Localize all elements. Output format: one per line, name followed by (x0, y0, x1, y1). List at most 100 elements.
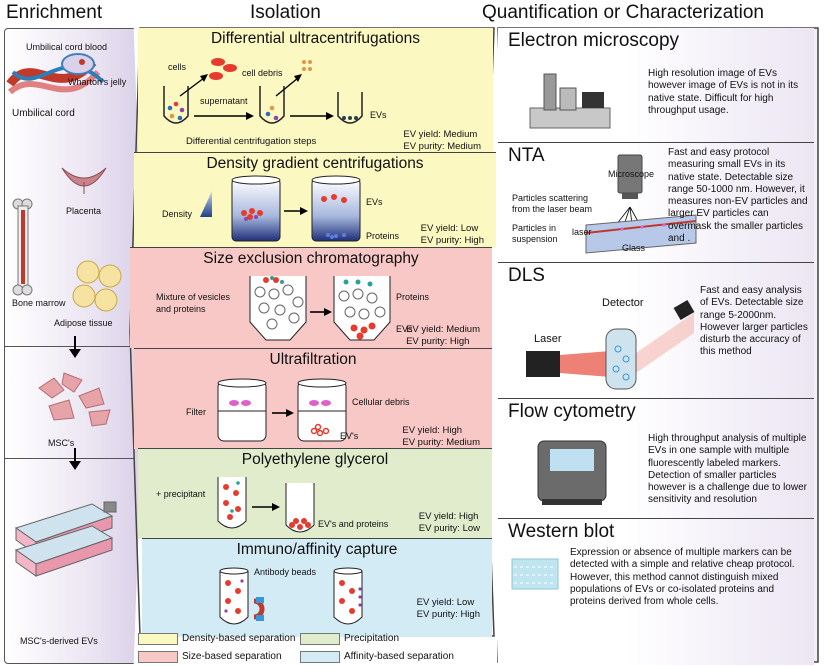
panel-density-gradient: Density gradient centrifugations Density… (134, 152, 496, 248)
supernatant-label: supernatant (200, 96, 248, 106)
legend-swatch-size (138, 651, 178, 663)
yield-purity: EV yield: Low EV purity: High (417, 597, 480, 621)
ultrafiltration-illustration (217, 378, 347, 442)
legend-label-precipitation: Precipitation (344, 633, 400, 644)
cells-label: cells (168, 62, 187, 72)
section-western-blot: Western blot Expression or absence of mu… (498, 518, 814, 665)
section-description: Expression or absence of multiple marker… (570, 547, 795, 608)
proteins-label: Proteins (396, 292, 430, 302)
panel-title: Immuno/affinity capture (236, 541, 398, 558)
yield-purity: EV yield: High EV purity: Low (419, 511, 480, 535)
section-title: NTA (508, 145, 545, 166)
section-description: Fast and easy protocol measuring small E… (668, 147, 808, 245)
evs-proteins-label: EV's and proteins (318, 519, 389, 529)
ev-purity: EV purity: Medium (403, 141, 481, 152)
section-title: Electron microscopy (508, 30, 680, 51)
antibody-beads-label: Antibody beads (254, 567, 317, 577)
section-title: Western blot (508, 521, 615, 542)
suspension-label-2: suspension (512, 234, 558, 244)
whartons-jelly-label: Wharton's jelly (68, 77, 127, 87)
ev-purity: EV purity: Low (418, 523, 480, 534)
cell-debris-label: cell debris (242, 68, 283, 78)
panel-title: Ultrafiltration (269, 351, 357, 368)
scatter-label-2: from the laser beam (512, 204, 593, 214)
filter-label: Filter (186, 407, 206, 417)
panel-size-exclusion: Size exclusion chromatography Mixture of… (130, 247, 492, 348)
enrichment-column: Umbilical cord blood Wharton's jelly Umb… (4, 28, 145, 664)
nta-illustration (585, 154, 697, 254)
mscs-label: MSC's (48, 438, 75, 448)
legend-swatch-affinity (300, 651, 340, 663)
panel-differential-ultracentrifugation: Differential ultracentrifugations cells … (138, 28, 493, 152)
section-description: Fast and easy analysis of EVs. Detectabl… (700, 285, 808, 358)
umbilical-cord-blood-label: Umbilical cord blood (26, 42, 108, 52)
enrichment-header: Enrichment (6, 2, 103, 23)
ev-yield: EV yield: High (418, 511, 479, 522)
placenta-illustration (61, 167, 107, 194)
quantification-header: Quantification or Characterization (482, 2, 764, 23)
mixture-label: Mixture of vesicles (156, 292, 231, 302)
enrichment-separator (4, 346, 134, 347)
adipose-tissue-illustration (72, 260, 122, 312)
affinity-capture-illustration (219, 567, 363, 625)
proteins-label: Proteins (366, 231, 400, 241)
bone-marrow-label: Bone marrow (12, 298, 66, 308)
detector-label: Detector (602, 297, 644, 309)
section-nta: NTA Microscope Particles scattering from… (498, 142, 814, 263)
legend-label-size: Size-based separation (182, 651, 282, 662)
suspension-label-1: Particles in (512, 223, 557, 233)
yield-purity: EV yield: Low EV purity: High (421, 223, 484, 247)
glass-label: Glass (622, 243, 646, 253)
enrichment-separator (4, 458, 134, 459)
panel-affinity-capture: Immuno/affinity capture Antibody beads E… (142, 538, 492, 637)
density-label: Density (162, 209, 193, 219)
section-description: High throughput analysis of multiple EVs… (648, 433, 807, 506)
western-blot-membrane-icon (511, 558, 559, 590)
gradient-tubes-illustration (231, 175, 361, 242)
evs-label: EV's (340, 431, 359, 441)
msc-cells-illustration (38, 372, 111, 427)
cellular-debris-label: Cellular debris (352, 397, 410, 407)
ev-purity: EV purity: High (420, 235, 484, 246)
ev-purity: EV purity: Medium (402, 437, 480, 448)
ev-yield: EV yield: Medium (406, 324, 480, 335)
flow-cytometer-icon (537, 440, 607, 505)
panel-title: Density gradient centrifugations (206, 155, 424, 172)
yield-purity: EV yield: Medium EV purity: High (406, 324, 480, 348)
steps-label: Differential centrifugation steps (186, 136, 317, 147)
ev-yield: EV yield: Low (420, 223, 479, 234)
section-title: Flow cytometry (508, 401, 636, 422)
ev-purity: EV purity: High (406, 336, 470, 347)
umbilical-cord-illustration (6, 53, 105, 95)
ev-yield: EV yield: Low (416, 597, 475, 608)
legend-label-affinity: Affinity-based separation (344, 651, 454, 662)
arrow-down-icon (69, 336, 81, 358)
centrifugation-steps-illustration (163, 58, 363, 124)
peg-illustration (217, 477, 315, 533)
adipose-tissue-label: Adipose tissue (54, 318, 113, 328)
arrow-down-icon (69, 448, 81, 470)
panel-title: Polyethylene glycerol (241, 451, 389, 468)
legend-swatch-density (138, 633, 178, 645)
panel-title: Differential ultracentrifugations (210, 30, 421, 47)
section-dls: DLS Detector Laser Fast and easy analysi… (498, 262, 814, 399)
msc-derived-evs-label: MSC's-derived EVs (20, 636, 98, 646)
laser-label: Laser (534, 333, 562, 345)
section-description: High resolution image of EVs however ima… (648, 68, 799, 116)
dls-illustration (526, 299, 695, 390)
ev-yield: EV yield: High (402, 425, 463, 436)
and-proteins-label: and proteins (156, 304, 206, 314)
legend-swatch-precipitation (300, 633, 340, 645)
density-triangle-icon (200, 191, 212, 217)
electron-microscope-icon (529, 73, 611, 129)
panel-ultrafiltration: Ultrafiltration Filter Cellular debris E… (134, 348, 492, 449)
evs-label: EVs (370, 110, 387, 120)
culture-flasks-illustration (14, 501, 117, 577)
laser-label: laser (572, 227, 592, 237)
bone-illustration (12, 198, 33, 296)
section-flow-cytometry: Flow cytometry High throughput analysis … (498, 398, 814, 519)
section-electron-microscopy: Electron microscopy High resolution imag… (498, 28, 814, 142)
scatter-label-1: Particles scattering (512, 193, 589, 203)
umbilical-cord-label: Umbilical cord (12, 108, 75, 119)
sec-columns-illustration (249, 276, 391, 341)
